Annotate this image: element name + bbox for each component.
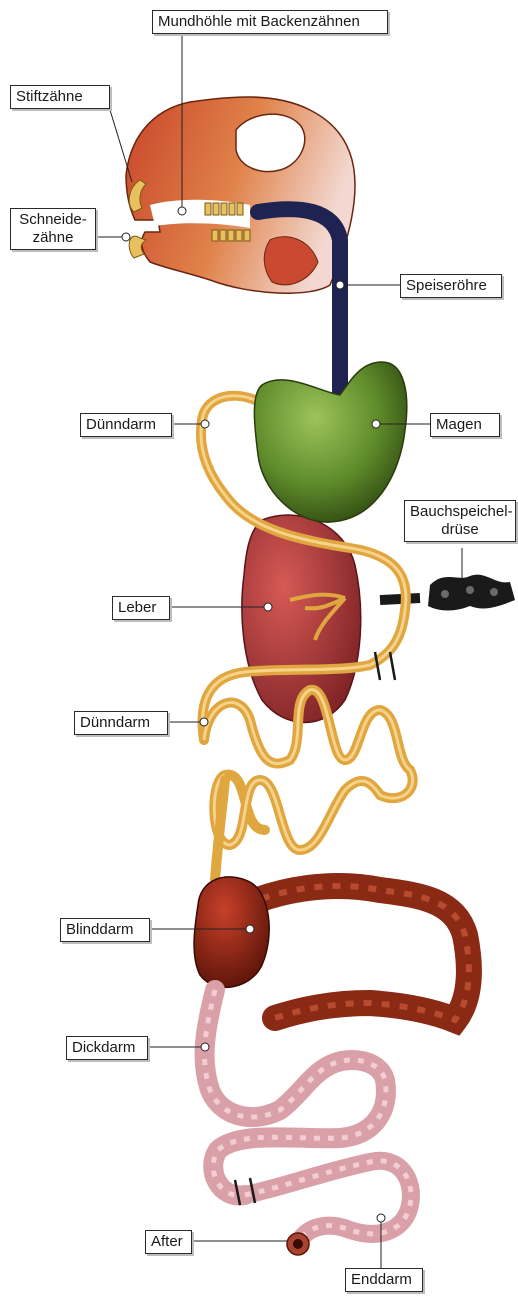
label-blinddarm: Blinddarm xyxy=(60,918,150,942)
label-dickdarm: Dickdarm xyxy=(66,1036,148,1060)
skull xyxy=(126,97,355,293)
anus xyxy=(287,1233,309,1255)
label-bauchspeicheldruese: Bauchspeichel- drüse xyxy=(404,500,516,542)
blind-gut xyxy=(194,877,269,987)
label-schneidezaehne-line2: zähne xyxy=(16,229,90,247)
label-speiseroehre: Speiseröhre xyxy=(400,274,502,298)
label-enddarm: Enddarm xyxy=(345,1268,423,1292)
label-after: After xyxy=(145,1230,192,1254)
colon-transverse xyxy=(245,886,469,1020)
label-leber: Leber xyxy=(112,596,170,620)
stomach xyxy=(254,362,406,522)
label-stiftzaehne: Stiftzähne xyxy=(10,85,110,109)
label-schneidezaehne: Schneide- zähne xyxy=(10,208,96,250)
label-magen: Magen xyxy=(430,413,500,437)
label-bauchspeicheldruese-line1: Bauchspeichel- xyxy=(410,503,510,521)
label-bauchspeicheldruese-line2: drüse xyxy=(410,521,510,539)
label-duenndarm-upper: Dünndarm xyxy=(80,413,172,437)
label-schneidezaehne-line1: Schneide- xyxy=(16,211,90,229)
label-mundhoehle: Mundhöhle mit Backenzähnen xyxy=(152,10,388,34)
label-duenndarm-lower: Dünndarm xyxy=(74,711,168,735)
